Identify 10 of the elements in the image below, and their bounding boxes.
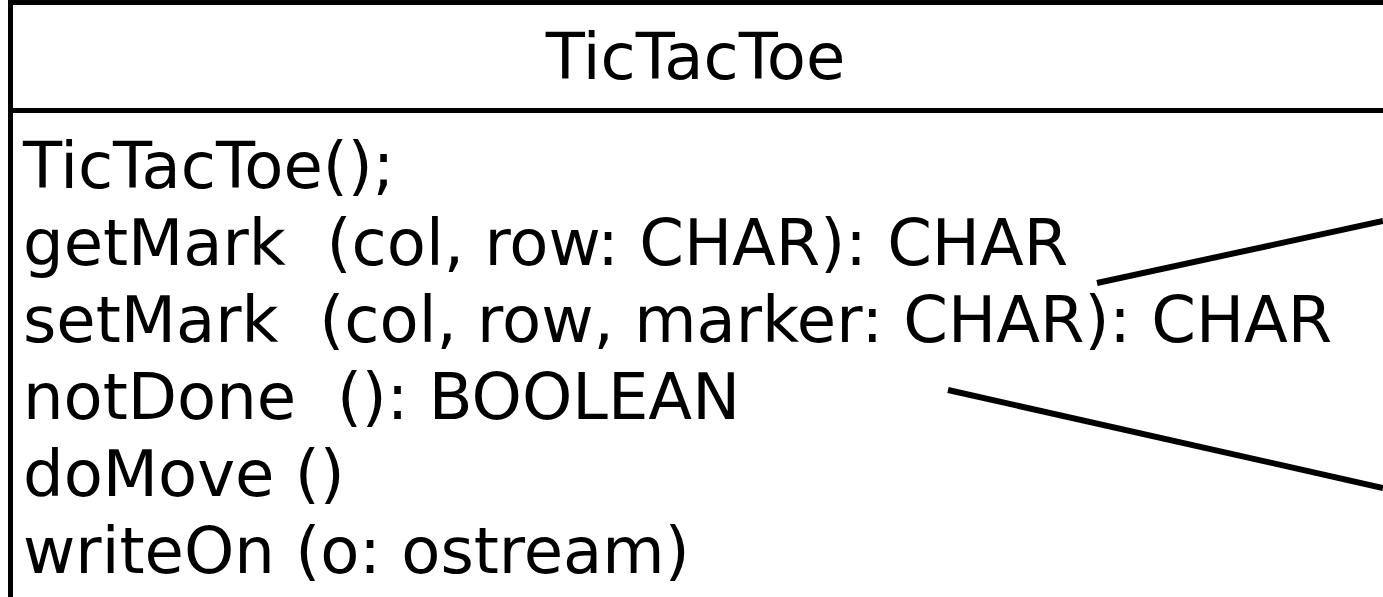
leader-line [947, 387, 1383, 491]
class-box [8, 0, 1383, 597]
class-name: TicTacToe [545, 24, 846, 89]
method-signature: TicTacToe(); [23, 128, 395, 205]
method-signature: getMark (col, row: CHAR): CHAR [23, 205, 1069, 282]
leader-line [1096, 218, 1383, 286]
method-signature: doMove () [23, 436, 345, 513]
method-signature: setMark (col, row, marker: CHAR): CHAR [23, 282, 1333, 359]
method-signature: writeOn (o: ostream) [23, 513, 690, 590]
method-signature: notDone (): BOOLEAN [23, 359, 740, 436]
